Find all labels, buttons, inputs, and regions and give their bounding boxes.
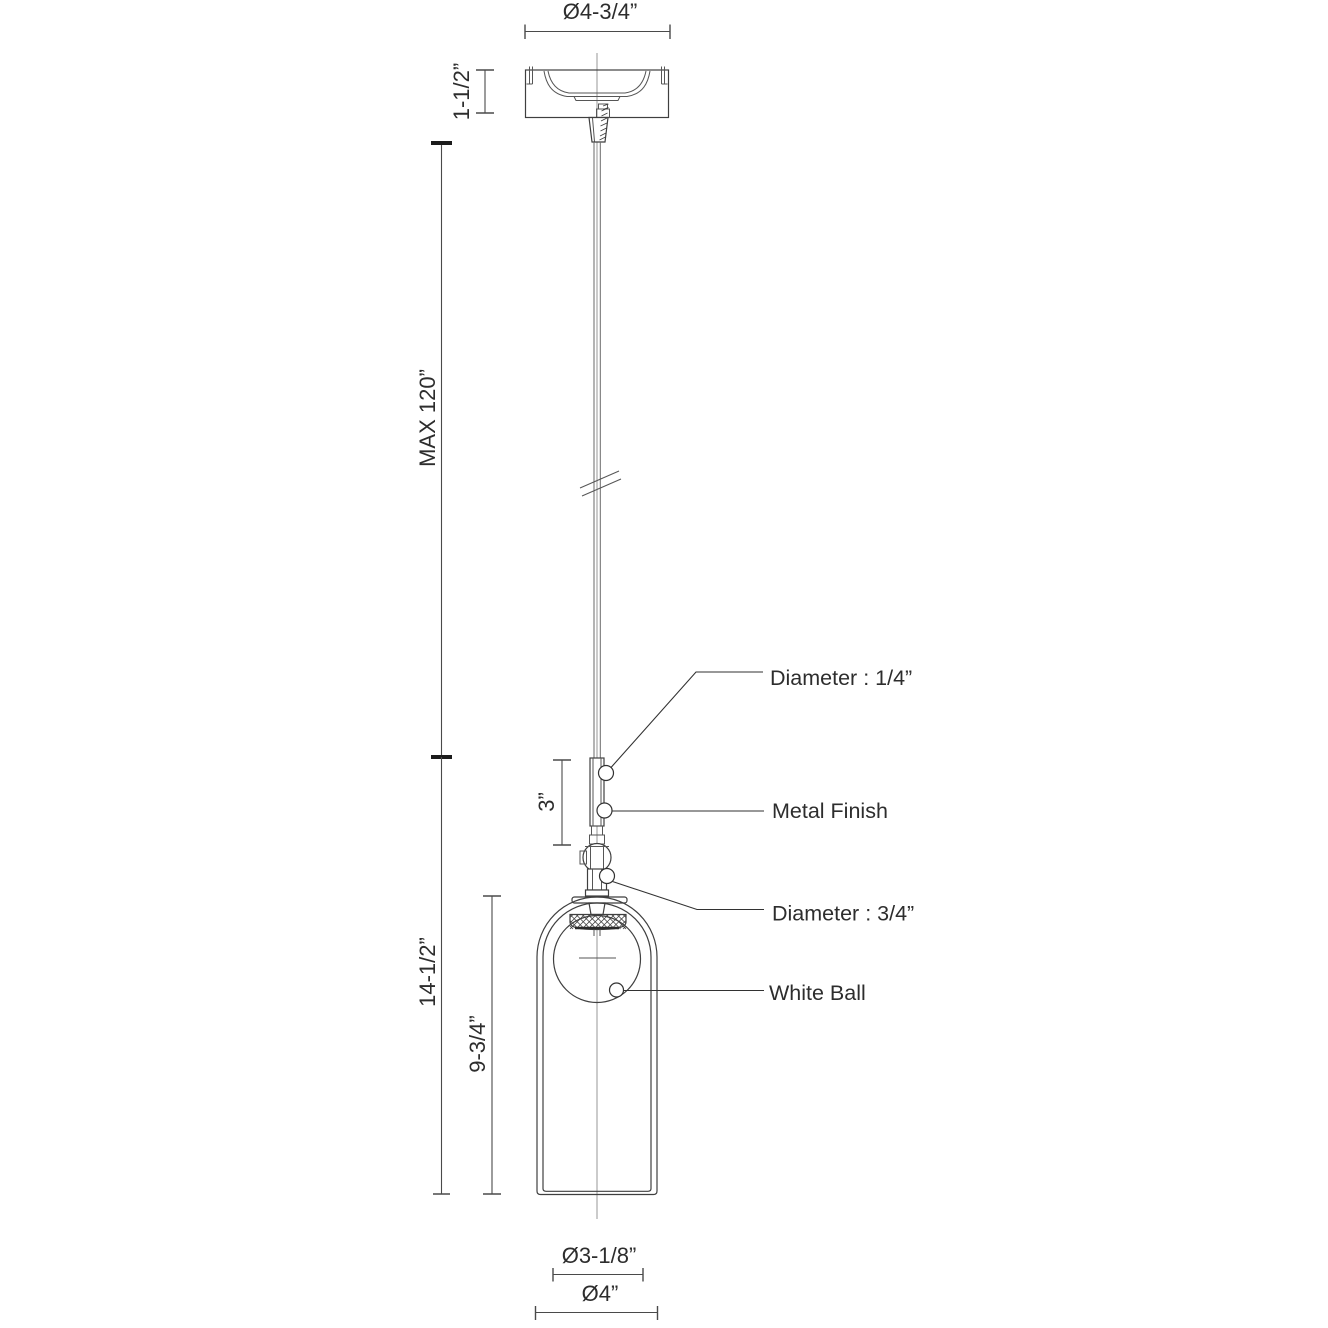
- glass-height-text: 9-3/4”: [465, 1015, 490, 1072]
- suspension-cable: [593, 142, 601, 758]
- glass-height-dim: 9-3/4”: [465, 895, 501, 1195]
- max-suspension-dim: MAX 120”: [415, 141, 452, 759]
- fixture-height-text: 14-1/2”: [415, 937, 440, 1007]
- canopy-diameter-dim: Ø4-3/4”: [524, 0, 671, 39]
- stem-length-dim: 3”: [534, 759, 571, 846]
- glass-bottom-diameter-dim: Ø3-1/8”: [552, 1243, 644, 1282]
- callout-stem-diameter-text: Diameter : 3/4”: [772, 902, 914, 926]
- white-ball-diffuser: [552, 914, 642, 1004]
- fixture-height-dim: 14-1/2”: [415, 757, 450, 1195]
- glass-bottom-diameter-text: Ø3-1/8”: [562, 1243, 637, 1268]
- callout-metal-finish: Metal Finish: [596, 799, 888, 823]
- canopy-drawing: [524, 66, 670, 143]
- strain-relief-hatch: [599, 103, 609, 141]
- socket-hatch: [569, 914, 627, 930]
- canopy-height-dim: 1-1/2”: [449, 63, 494, 120]
- callout-stem-diameter: Diameter : 3/4”: [598, 867, 914, 926]
- max-suspension-text: MAX 120”: [415, 369, 440, 467]
- stem-length-text: 3”: [534, 792, 559, 812]
- glass-shade: [536, 896, 658, 1196]
- cable-break-symbol: [579, 470, 622, 497]
- callout-white-ball-text: White Ball: [769, 981, 866, 1005]
- callout-metal-finish-text: Metal Finish: [772, 799, 888, 823]
- callout-cable-diameter-text: Diameter : 1/4”: [770, 666, 912, 690]
- callout-white-ball: White Ball: [608, 981, 866, 1005]
- callout-cable-diameter: Diameter : 1/4”: [597, 666, 912, 782]
- canopy-height-text: 1-1/2”: [449, 63, 474, 120]
- canopy-diameter-text: Ø4-3/4”: [563, 0, 638, 24]
- glass-max-diameter-text: Ø4”: [582, 1281, 619, 1306]
- glass-max-diameter-dim: Ø4”: [534, 1281, 659, 1320]
- ball-joint: [579, 842, 612, 873]
